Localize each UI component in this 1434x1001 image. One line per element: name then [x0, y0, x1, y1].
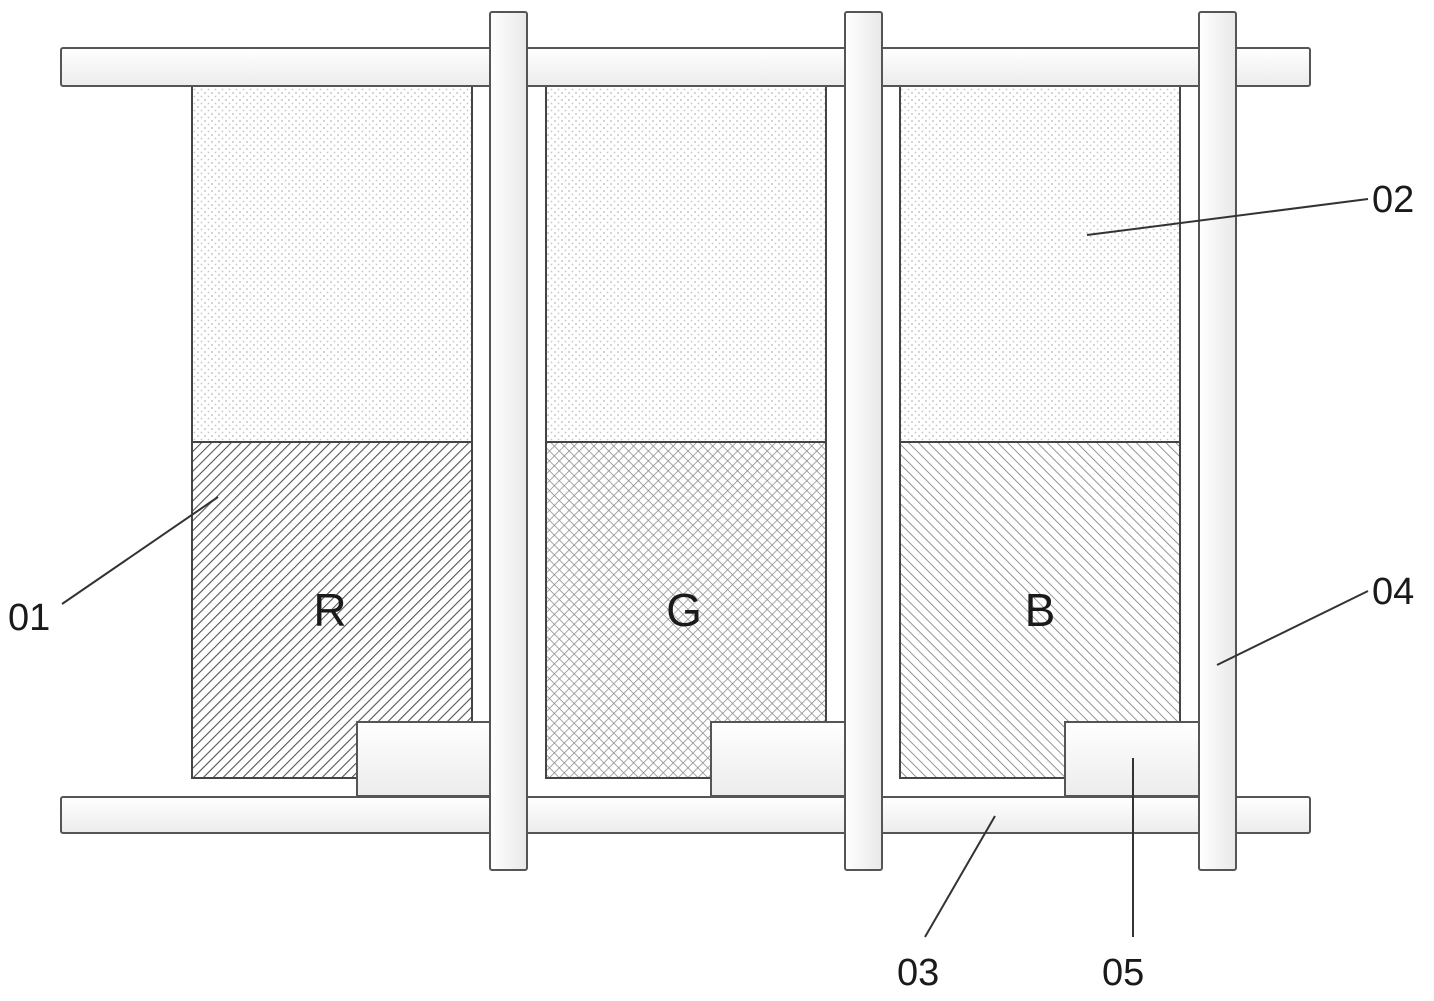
leader-01 — [61, 496, 219, 605]
label-02: 02 — [1372, 179, 1414, 221]
data-line-1 — [489, 11, 528, 871]
bottom-scan-line — [60, 796, 1311, 834]
label-01: 01 — [8, 597, 50, 639]
black-matrix-region-b — [899, 47, 1181, 443]
black-matrix-region-g — [545, 47, 827, 443]
leader-04 — [1216, 590, 1369, 666]
pixel-r: R — [191, 47, 473, 779]
data-line-3 — [1198, 11, 1237, 871]
pixel-letter-r: R — [313, 584, 346, 636]
pixel-b: B — [899, 47, 1181, 779]
tft-r — [356, 721, 492, 797]
black-matrix-region-r — [191, 47, 473, 443]
label-05: 05 — [1102, 952, 1144, 994]
label-03: 03 — [897, 952, 939, 994]
label-04: 04 — [1372, 571, 1414, 613]
tft-g — [710, 721, 846, 797]
data-line-2 — [844, 11, 883, 871]
top-scan-line — [60, 47, 1311, 87]
leader-02 — [1086, 198, 1369, 236]
pixel-letter-b: B — [1025, 584, 1056, 636]
leader-03 — [924, 815, 996, 938]
pixel-g: G — [545, 47, 827, 779]
pixel-letter-g: G — [666, 584, 702, 636]
